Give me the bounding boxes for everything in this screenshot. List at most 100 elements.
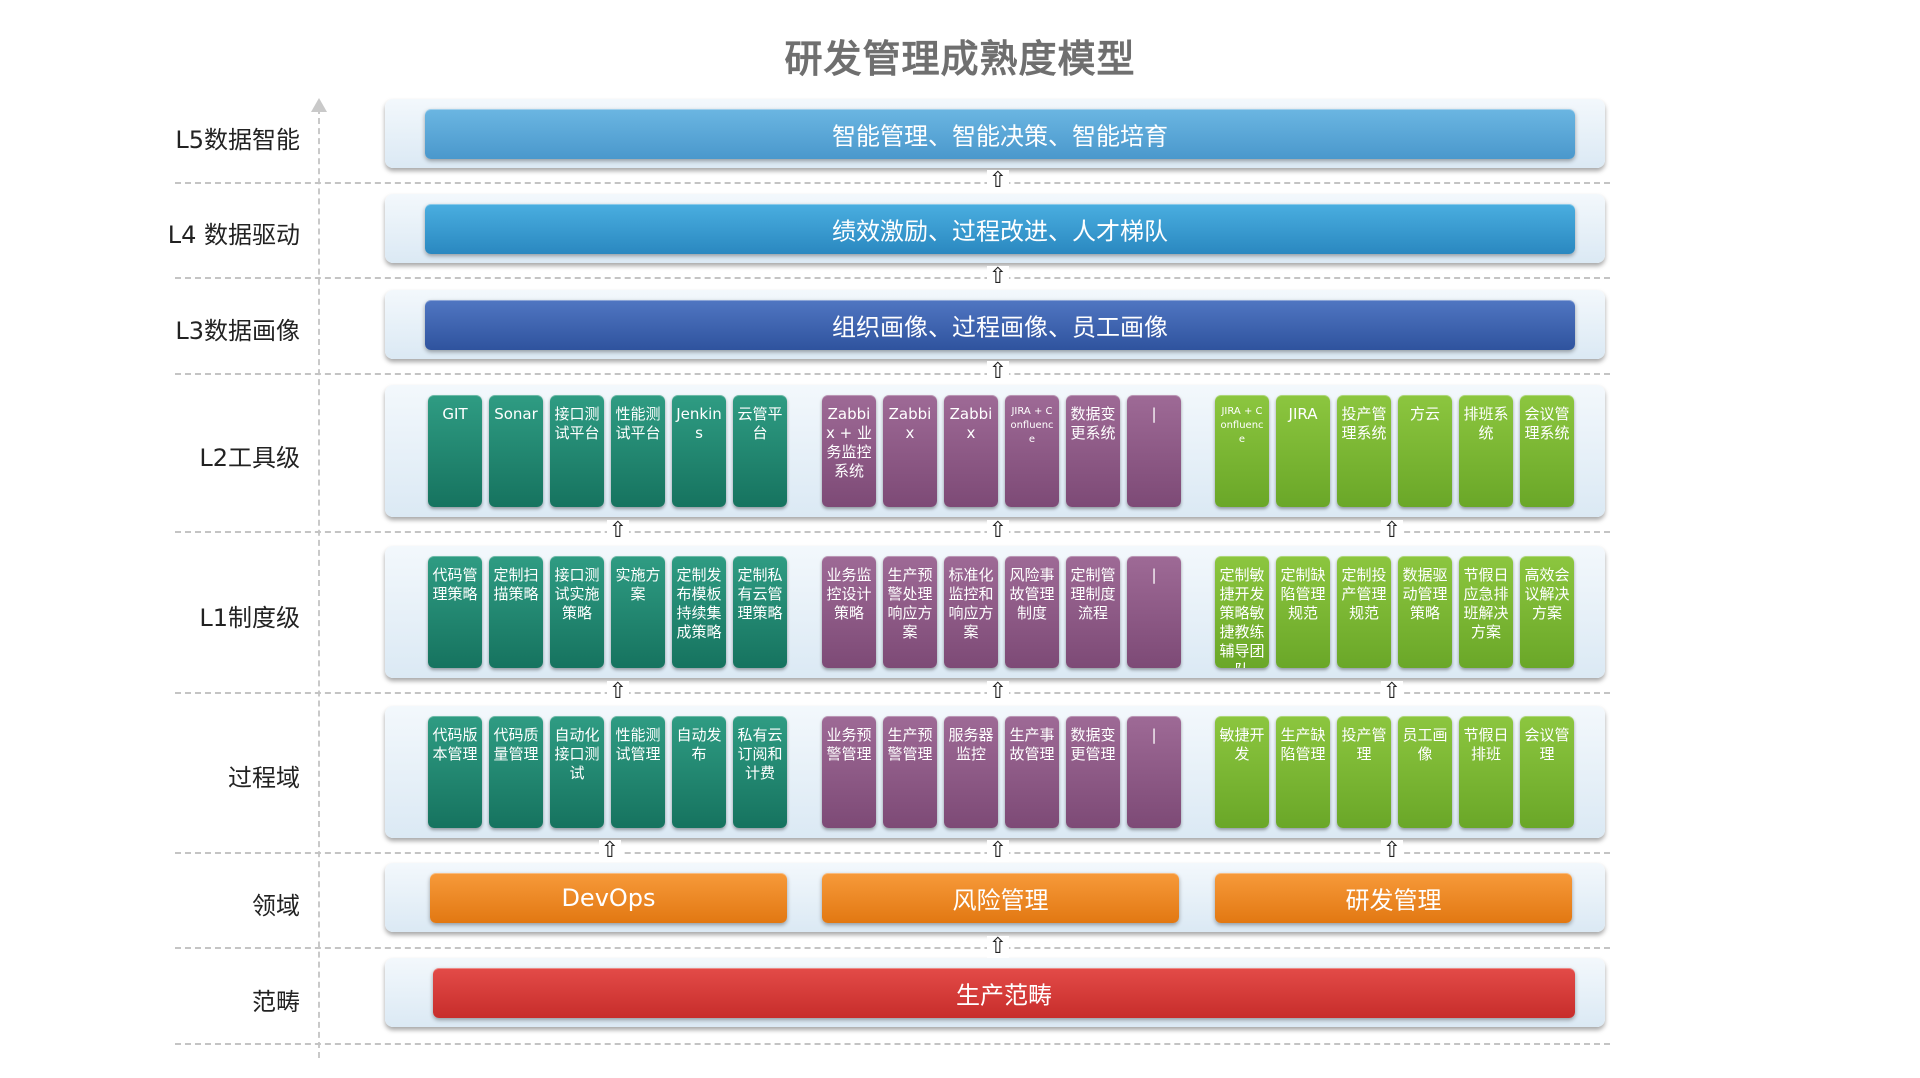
row-label-domain: 领域 bbox=[252, 892, 300, 920]
tile-process-risk: 数据变更管理 bbox=[1066, 716, 1120, 828]
up-arrow-icon: ⇧ bbox=[987, 934, 1009, 959]
row-divider bbox=[175, 692, 1610, 694]
row-label-l3: L3数据画像 bbox=[175, 317, 300, 345]
up-arrow-icon: ⇧ bbox=[987, 264, 1009, 289]
up-arrow-icon: ⇧ bbox=[599, 838, 621, 863]
tile-process-risk: 生产事故管理 bbox=[1005, 716, 1059, 828]
up-arrow-icon: ⇧ bbox=[987, 518, 1009, 543]
tile-l1-devops: 定制私有云管理策略 bbox=[733, 556, 787, 668]
tile-l1-risk: 定制管理制度流程 bbox=[1066, 556, 1120, 668]
row-divider bbox=[175, 1043, 1610, 1045]
tile-l2-devops: GIT bbox=[428, 395, 482, 507]
tile-l2-rd: 排班系统 bbox=[1459, 395, 1513, 507]
tile-process-rd: 会议管理 bbox=[1520, 716, 1574, 828]
tile-l2-rd: 投产管理系统 bbox=[1337, 395, 1391, 507]
up-arrow-icon: ⇧ bbox=[987, 679, 1009, 704]
tile-process-devops: 代码质量管理 bbox=[489, 716, 543, 828]
up-arrow-icon: ⇧ bbox=[1381, 838, 1403, 863]
tile-l2-rd: 会议管理系统 bbox=[1520, 395, 1574, 507]
row-divider bbox=[175, 373, 1610, 375]
tile-l2-risk: Zabbix + 业务监控系统 bbox=[822, 395, 876, 507]
tile-process-devops: 私有云订阅和计费 bbox=[733, 716, 787, 828]
row-label-l4: L4 数据驱动 bbox=[167, 221, 300, 249]
tile-l2-risk: | bbox=[1127, 395, 1181, 507]
tile-l2-risk: Zabbix bbox=[944, 395, 998, 507]
bar-domain-devops: DevOps bbox=[430, 873, 787, 923]
row-divider bbox=[175, 277, 1610, 279]
tile-l1-devops: 定制扫描策略 bbox=[489, 556, 543, 668]
panel-domain: DevOps 风险管理 研发管理 bbox=[385, 863, 1605, 932]
tile-process-rd: 生产缺陷管理 bbox=[1276, 716, 1330, 828]
row-label-l1: L1制度级 bbox=[199, 604, 300, 632]
tile-l1-devops: 代码管理策略 bbox=[428, 556, 482, 668]
tile-l1-risk: | bbox=[1127, 556, 1181, 668]
tile-l2-rd: JIRA + Confluence bbox=[1215, 395, 1269, 507]
tile-l1-rd: 高效会议解决方案 bbox=[1520, 556, 1574, 668]
tile-l2-rd: JIRA bbox=[1276, 395, 1330, 507]
panel-category: 生产范畴 bbox=[385, 958, 1605, 1027]
tile-process-rd: 敏捷开发 bbox=[1215, 716, 1269, 828]
tile-l1-risk: 风险事故管理制度 bbox=[1005, 556, 1059, 668]
tile-process-rd: 员工画像 bbox=[1398, 716, 1452, 828]
tile-process-devops: 自动发布 bbox=[672, 716, 726, 828]
row-label-category: 范畴 bbox=[252, 988, 300, 1016]
tile-l2-risk: 数据变更系统 bbox=[1066, 395, 1120, 507]
tile-l1-risk: 生产预警处理响应方案 bbox=[883, 556, 937, 668]
page-title: 研发管理成熟度模型 bbox=[784, 37, 1136, 81]
up-arrow-icon: ⇧ bbox=[987, 359, 1009, 384]
tile-l1-devops: 接口测试实施策略 bbox=[550, 556, 604, 668]
up-arrow-icon: ⇧ bbox=[607, 518, 629, 543]
tile-l2-risk: Zabbix bbox=[883, 395, 937, 507]
tile-l2-devops: 接口测试平台 bbox=[550, 395, 604, 507]
tile-process-devops: 代码版本管理 bbox=[428, 716, 482, 828]
panel-l4: 绩效激励、过程改进、人才梯队 bbox=[385, 194, 1605, 263]
panel-process: 代码版本管理代码质量管理自动化接口测试性能测试管理自动发布私有云订阅和计费业务预… bbox=[385, 706, 1605, 838]
tile-process-devops: 性能测试管理 bbox=[611, 716, 665, 828]
up-arrow-icon: ⇧ bbox=[607, 679, 629, 704]
tile-l2-risk: JIRA + Confluence bbox=[1005, 395, 1059, 507]
tile-l2-devops: Sonar bbox=[489, 395, 543, 507]
bar-l5: 智能管理、智能决策、智能培育 bbox=[425, 109, 1575, 159]
tile-process-risk: 服务器监控 bbox=[944, 716, 998, 828]
tile-l2-devops: Jenkins bbox=[672, 395, 726, 507]
tile-l1-risk: 业务监控设计策略 bbox=[822, 556, 876, 668]
tile-l2-devops: 云管平台 bbox=[733, 395, 787, 507]
axis-arrow-icon bbox=[311, 98, 327, 112]
tile-l1-rd: 数据驱动管理策略 bbox=[1398, 556, 1452, 668]
bar-domain-risk: 风险管理 bbox=[822, 873, 1179, 923]
bar-category: 生产范畴 bbox=[433, 968, 1575, 1018]
row-label-process: 过程域 bbox=[228, 764, 300, 792]
tile-process-risk: | bbox=[1127, 716, 1181, 828]
tile-process-devops: 自动化接口测试 bbox=[550, 716, 604, 828]
tile-l1-rd: 定制敏捷开发策略敏捷教练辅导团队 bbox=[1215, 556, 1269, 668]
panel-l1: 代码管理策略定制扫描策略接口测试实施策略实施方案定制发布模板持续集成策略定制私有… bbox=[385, 546, 1605, 678]
up-arrow-icon: ⇧ bbox=[987, 838, 1009, 863]
row-label-l2: L2工具级 bbox=[199, 444, 300, 472]
row-divider bbox=[175, 182, 1610, 184]
up-arrow-icon: ⇧ bbox=[987, 168, 1009, 193]
up-arrow-icon: ⇧ bbox=[1381, 679, 1403, 704]
panel-l5: 智能管理、智能决策、智能培育 bbox=[385, 99, 1605, 168]
tile-l1-rd: 定制缺陷管理规范 bbox=[1276, 556, 1330, 668]
tile-l2-devops: 性能测试平台 bbox=[611, 395, 665, 507]
bar-domain-rd: 研发管理 bbox=[1215, 873, 1572, 923]
row-divider bbox=[175, 947, 1610, 949]
bar-l3: 组织画像、过程画像、员工画像 bbox=[425, 300, 1575, 350]
panel-l3: 组织画像、过程画像、员工画像 bbox=[385, 290, 1605, 359]
vertical-axis bbox=[318, 108, 320, 1058]
tile-process-rd: 节假日排班 bbox=[1459, 716, 1513, 828]
row-label-l5: L5数据智能 bbox=[175, 126, 300, 154]
tile-process-rd: 投产管理 bbox=[1337, 716, 1391, 828]
tile-l1-devops: 定制发布模板持续集成策略 bbox=[672, 556, 726, 668]
tile-l1-rd: 定制投产管理规范 bbox=[1337, 556, 1391, 668]
up-arrow-icon: ⇧ bbox=[1381, 518, 1403, 543]
tile-l1-risk: 标准化监控和响应方案 bbox=[944, 556, 998, 668]
tile-process-risk: 业务预警管理 bbox=[822, 716, 876, 828]
tile-process-risk: 生产预警管理 bbox=[883, 716, 937, 828]
tile-l1-devops: 实施方案 bbox=[611, 556, 665, 668]
bar-l4: 绩效激励、过程改进、人才梯队 bbox=[425, 204, 1575, 254]
tile-l1-rd: 节假日应急排班解决方案 bbox=[1459, 556, 1513, 668]
tile-l2-rd: 方云 bbox=[1398, 395, 1452, 507]
row-divider bbox=[175, 531, 1610, 533]
